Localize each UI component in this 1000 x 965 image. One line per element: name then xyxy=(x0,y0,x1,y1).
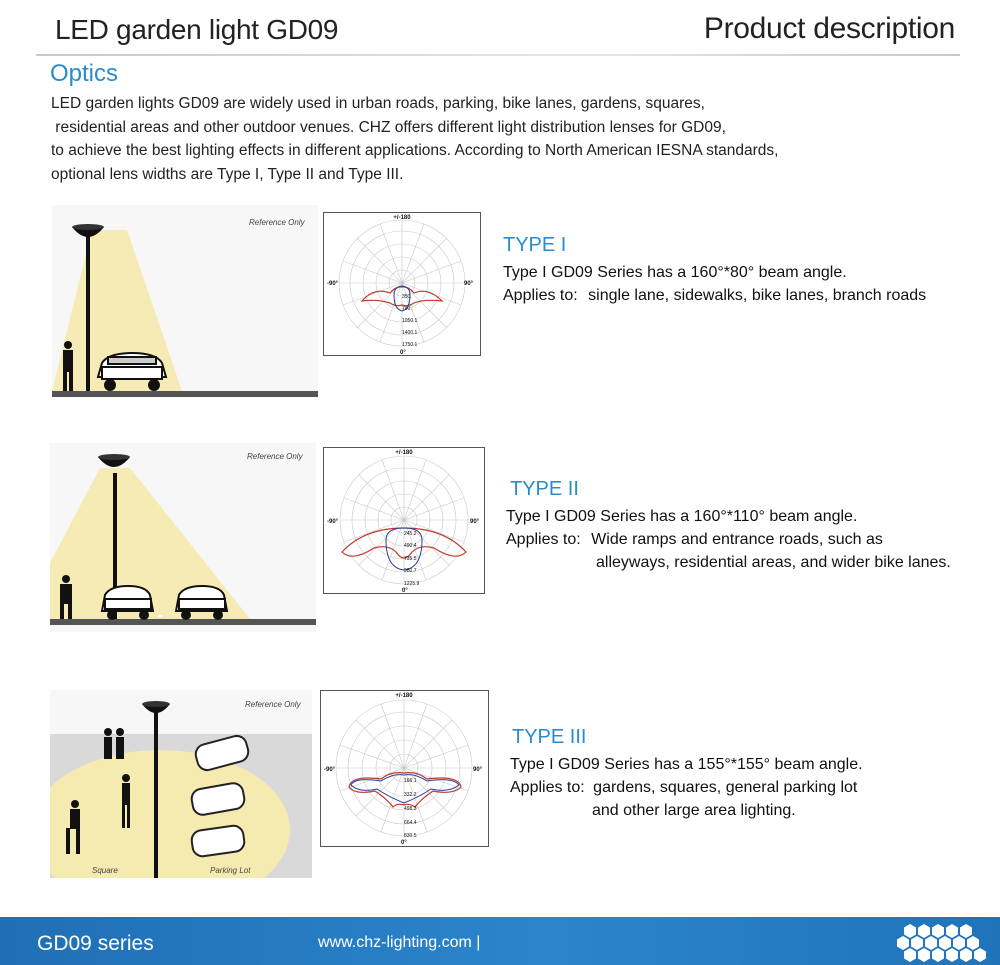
parking-lot-label: Parking Lot xyxy=(210,866,251,875)
type-2-description: TYPE II Type I GD09 Series has a 160°*11… xyxy=(506,478,951,574)
polar-top-label: +/-180 xyxy=(393,215,411,221)
hexagon-logo-icon xyxy=(890,922,990,965)
beam-angle-text: Type I GD09 Series has a 155°*155° beam … xyxy=(510,756,863,773)
applies-continued: alleyways, residential areas, and wider … xyxy=(596,554,951,571)
intro-line: residential areas and other outdoor venu… xyxy=(51,118,726,136)
polar-ring-label: 166.1 xyxy=(404,778,417,784)
type-3-polar-chart: +/-180 -90° 90° 0° 166.1 332.2 498.3 664… xyxy=(320,690,489,847)
type-1-scene-image: Reference Only xyxy=(52,205,318,397)
polar-ring-label: 350. xyxy=(402,294,412,300)
polar-top-label: +/-180 xyxy=(395,450,413,456)
intro-line: LED garden lights GD09 are widely used i… xyxy=(51,95,705,112)
type-1-title: TYPE I xyxy=(503,234,567,256)
footer-series-label: GD09 series xyxy=(37,932,154,955)
reference-only-label: Reference Only xyxy=(245,700,302,709)
applies-line: Applies to: gardens, squares, general pa… xyxy=(510,776,863,799)
type-1-polar-chart: +/-180 -90° 90° 0° 350. 700. 1050.1 1400… xyxy=(323,212,481,356)
applies-text: gardens, squares, general parking lot xyxy=(593,779,858,796)
polar-bottom-label: 0° xyxy=(400,350,406,355)
polar-bottom-label: 0° xyxy=(401,840,407,846)
footer-website-link[interactable]: www.chz-lighting.com | xyxy=(318,934,481,951)
polar-ring-label: 664.4 xyxy=(404,820,417,826)
reference-only-label: Reference Only xyxy=(249,218,306,227)
applies-line: Applies to: Wide ramps and entrance road… xyxy=(506,528,951,551)
reference-only-label: Reference Only xyxy=(247,452,304,461)
polar-ring-label: 830.5 xyxy=(404,833,417,839)
polar-ring-label: 1400.1 xyxy=(402,330,418,336)
header-divider xyxy=(36,54,960,56)
polar-ring-label: 498.3 xyxy=(404,806,417,812)
polar-left-label: -90° xyxy=(327,281,339,287)
applies-continued: and other large area lighting. xyxy=(592,802,796,819)
polar-right-label: 90° xyxy=(470,519,480,525)
polar-ring-label: 490.4 xyxy=(404,543,417,549)
page-header: LED garden light GD09 Product descriptio… xyxy=(0,0,1000,60)
polar-ring-label: 332.2 xyxy=(404,792,417,798)
optics-heading: Optics xyxy=(50,60,119,87)
beam-angle-text: Type I GD09 Series has a 160°*80° beam a… xyxy=(503,264,847,281)
applies-label: Applies to: xyxy=(506,531,581,548)
type-1-description: TYPE I Type I GD09 Series has a 160°*80°… xyxy=(503,234,926,307)
product-title: LED garden light GD09 xyxy=(55,14,339,45)
square-label: Square xyxy=(92,866,118,875)
type-2-title: TYPE II xyxy=(510,478,579,500)
section-label: Product description xyxy=(703,12,955,45)
applies-text: Wide ramps and entrance roads, such as xyxy=(591,531,883,548)
applies-line: Applies to: single lane, sidewalks, bike… xyxy=(503,284,926,307)
type-3-description: TYPE III Type I GD09 Series has a 155°*1… xyxy=(510,726,863,822)
polar-left-label: -90° xyxy=(324,767,336,773)
polar-ring-label: 245.2 xyxy=(404,531,417,537)
intro-line: optional lens widths are Type I, Type II… xyxy=(51,165,404,183)
polar-left-label: -90° xyxy=(327,519,339,525)
optics-intro: LED garden lights GD09 are widely used i… xyxy=(51,92,951,186)
polar-ring-label: 1750.1 xyxy=(402,342,418,348)
polar-right-label: 90° xyxy=(473,767,483,773)
polar-right-label: 90° xyxy=(464,281,474,287)
polar-ring-label: 1050.1 xyxy=(402,318,418,324)
polar-ring-label: 700. xyxy=(402,306,412,312)
polar-ring-label: 735.5 xyxy=(404,556,417,562)
type-2-scene-image: Reference Only xyxy=(50,443,316,632)
polar-top-label: +/-180 xyxy=(395,693,413,699)
type-3-title: TYPE III xyxy=(512,726,587,748)
applies-label: Applies to: xyxy=(503,287,578,304)
intro-line: to achieve the best lighting effects in … xyxy=(51,142,779,159)
footer-bar: GD09 series www.chz-lighting.com | xyxy=(0,917,1000,965)
polar-ring-label: 1225.9 xyxy=(404,581,420,587)
applies-text: single lane, sidewalks, bike lanes, bran… xyxy=(588,287,927,304)
polar-bottom-label: 0° xyxy=(402,588,408,593)
applies-label: Applies to: xyxy=(510,779,585,796)
beam-angle-text: Type I GD09 Series has a 160°*110° beam … xyxy=(506,508,858,525)
type-3-scene-image: Reference Only Square Parking Lot xyxy=(50,690,312,878)
polar-ring-label: 980.7 xyxy=(404,568,417,574)
type-2-polar-chart: +/-180 -90° 90° 0° 245.2 490.4 735.5 980… xyxy=(323,447,485,594)
